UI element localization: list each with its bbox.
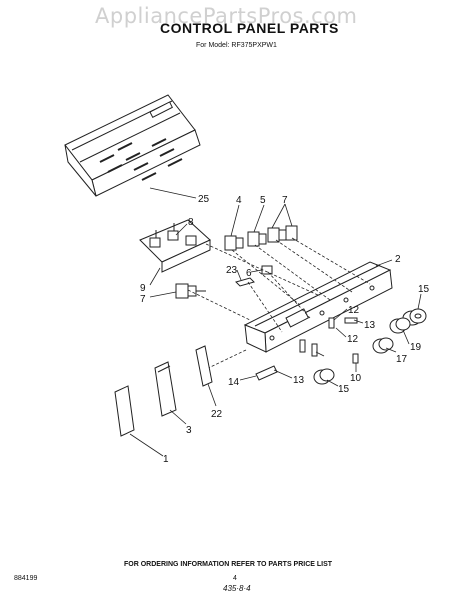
clip-part-12-upper — [328, 317, 335, 329]
watermark: AppliancePartsPros.com — [95, 4, 358, 28]
callout-25: 25 — [198, 194, 210, 205]
callout-13-lower: 13 — [293, 375, 305, 386]
switch-part-5 — [247, 231, 267, 247]
knob-part-19 — [389, 317, 411, 334]
callout-9: 9 — [140, 283, 146, 294]
callout-7-top: 7 — [282, 195, 288, 206]
back-panel-part-25 — [64, 94, 201, 197]
knob-part-15-bottom — [313, 368, 335, 385]
callout-15-right: 15 — [418, 284, 430, 295]
callout-14: 14 — [228, 377, 240, 388]
model-line: For Model: RF375PXPW1 — [196, 42, 277, 49]
callout-23: 23 — [226, 265, 238, 276]
handwritten-note: 435·8·4 — [223, 584, 251, 593]
clip-part-23 — [235, 277, 255, 287]
bracket-part-13-lower — [255, 365, 278, 381]
spacer-part-6 — [261, 265, 273, 275]
document-number: 884199 — [14, 575, 38, 582]
callout-10: 10 — [350, 373, 362, 384]
end-cap-part-1 — [114, 385, 135, 437]
page-number: 4 — [233, 575, 237, 582]
callout-labels: 25 4 5 7 8 2 23 6 9 7 15 12 13 12 19 17 … — [140, 194, 430, 465]
switch-bracket-part-8 — [139, 219, 211, 273]
callout-2: 2 — [395, 254, 401, 265]
callout-6: 6 — [246, 268, 252, 279]
callout-13-upper: 13 — [364, 320, 376, 331]
page-title: CONTROL PANEL PARTS — [160, 20, 339, 36]
knob-part-17 — [372, 337, 394, 354]
callout-5: 5 — [260, 195, 266, 206]
callout-12-upper: 12 — [348, 305, 360, 316]
callout-17: 17 — [396, 354, 408, 365]
ordering-note: FOR ORDERING INFORMATION REFER TO PARTS … — [124, 561, 333, 568]
callout-19: 19 — [410, 342, 422, 353]
callout-15-bottom: 15 — [338, 384, 350, 395]
callout-3: 3 — [186, 425, 192, 436]
screw-part-10 — [352, 353, 359, 364]
control-panel-part-2 — [243, 261, 393, 353]
callout-22: 22 — [211, 409, 223, 420]
callout-1: 1 — [163, 454, 169, 465]
switch-part-7-top — [267, 225, 298, 243]
callout-4: 4 — [236, 195, 242, 206]
end-cap-part-22 — [195, 345, 213, 387]
clip-part-13-upper — [344, 317, 358, 324]
switch-part-4 — [224, 235, 244, 251]
callout-12-mid: 12 — [347, 334, 359, 345]
switch-part-7-left — [175, 283, 206, 299]
callout-7-left: 7 — [140, 294, 146, 305]
clip-part-12-lower — [299, 339, 318, 357]
end-cap-part-3 — [154, 361, 177, 417]
callout-8: 8 — [188, 217, 194, 228]
